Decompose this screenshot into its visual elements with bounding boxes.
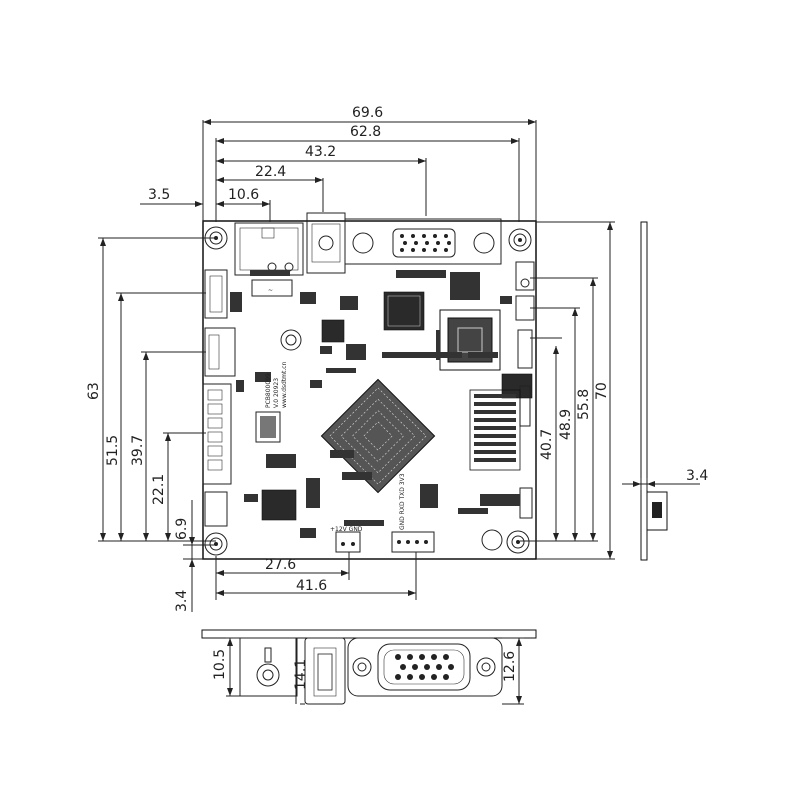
main-soc-chip [320, 378, 436, 494]
pcb-version-label: V.0 20923 [273, 378, 280, 408]
svg-text:~: ~ [268, 287, 273, 294]
dim-bottom-view-12-6: 12.6 [502, 651, 518, 682]
dim-left-39-7: 39.7 [130, 435, 146, 466]
dim-bottom-view-14-1: 14.1 [293, 659, 309, 690]
dim-left-22-1: 22.1 [151, 474, 167, 505]
chip-lower-left [261, 489, 297, 521]
dim-bottom-27-6: 27.6 [265, 557, 296, 573]
dim-top-dcjack: 10.6 [228, 187, 259, 203]
left-connector-1 [204, 269, 228, 319]
side-view-board [640, 221, 648, 561]
dim-top-width: 69.6 [352, 105, 383, 121]
dim-top-vga: 43.2 [305, 144, 336, 160]
key-header [517, 329, 533, 369]
dim-top-usb: 22.4 [255, 164, 286, 180]
mounting-hole-top-right [508, 228, 532, 252]
dim-left-3-4: 3.4 [174, 590, 190, 612]
dim-right-70: 70 [594, 382, 610, 400]
dim-top-offset: 3.5 [148, 187, 170, 203]
dim-bottom-41-6: 41.6 [296, 578, 327, 594]
button-top-right [515, 261, 535, 291]
bottom-view-vga [347, 637, 503, 697]
left-connector-3 [202, 383, 232, 485]
mounting-hole-inner [280, 329, 302, 351]
power-connector [335, 531, 361, 553]
component-grid [469, 389, 521, 471]
header-label: GND RXD TXD 3V3 [399, 473, 406, 530]
pcb-model-label: PCB800099 [265, 373, 272, 408]
mounting-hole-bottom-right [506, 530, 530, 554]
dim-side-thickness: 3.4 [686, 468, 708, 484]
bottom-view-board [201, 629, 537, 639]
pcb-website-label: www.dsdtmt.cn [281, 361, 288, 408]
mounting-hole-inner-lower [481, 529, 503, 551]
dim-left-6-9: 6.9 [174, 518, 190, 540]
dimension-arrows [100, 119, 655, 704]
power-label: +12V GND [330, 526, 363, 533]
mounting-hole-bottom-left [204, 532, 228, 556]
uart-header [391, 531, 435, 553]
dim-left-63: 63 [86, 382, 102, 400]
chip-upper [383, 291, 425, 331]
dim-bottom-view-10-5: 10.5 [212, 649, 228, 680]
bottom-view-usb [304, 637, 346, 705]
vga-connector [344, 218, 502, 265]
bottom-view-dc-jack [239, 637, 298, 697]
dim-top-hole-span: 62.8 [350, 124, 381, 140]
dim-right-40-7: 40.7 [539, 429, 555, 460]
dim-right-55-8: 55.8 [576, 389, 592, 420]
dim-right-48-9: 48.9 [558, 409, 574, 440]
dim-left-51-5: 51.5 [105, 435, 121, 466]
